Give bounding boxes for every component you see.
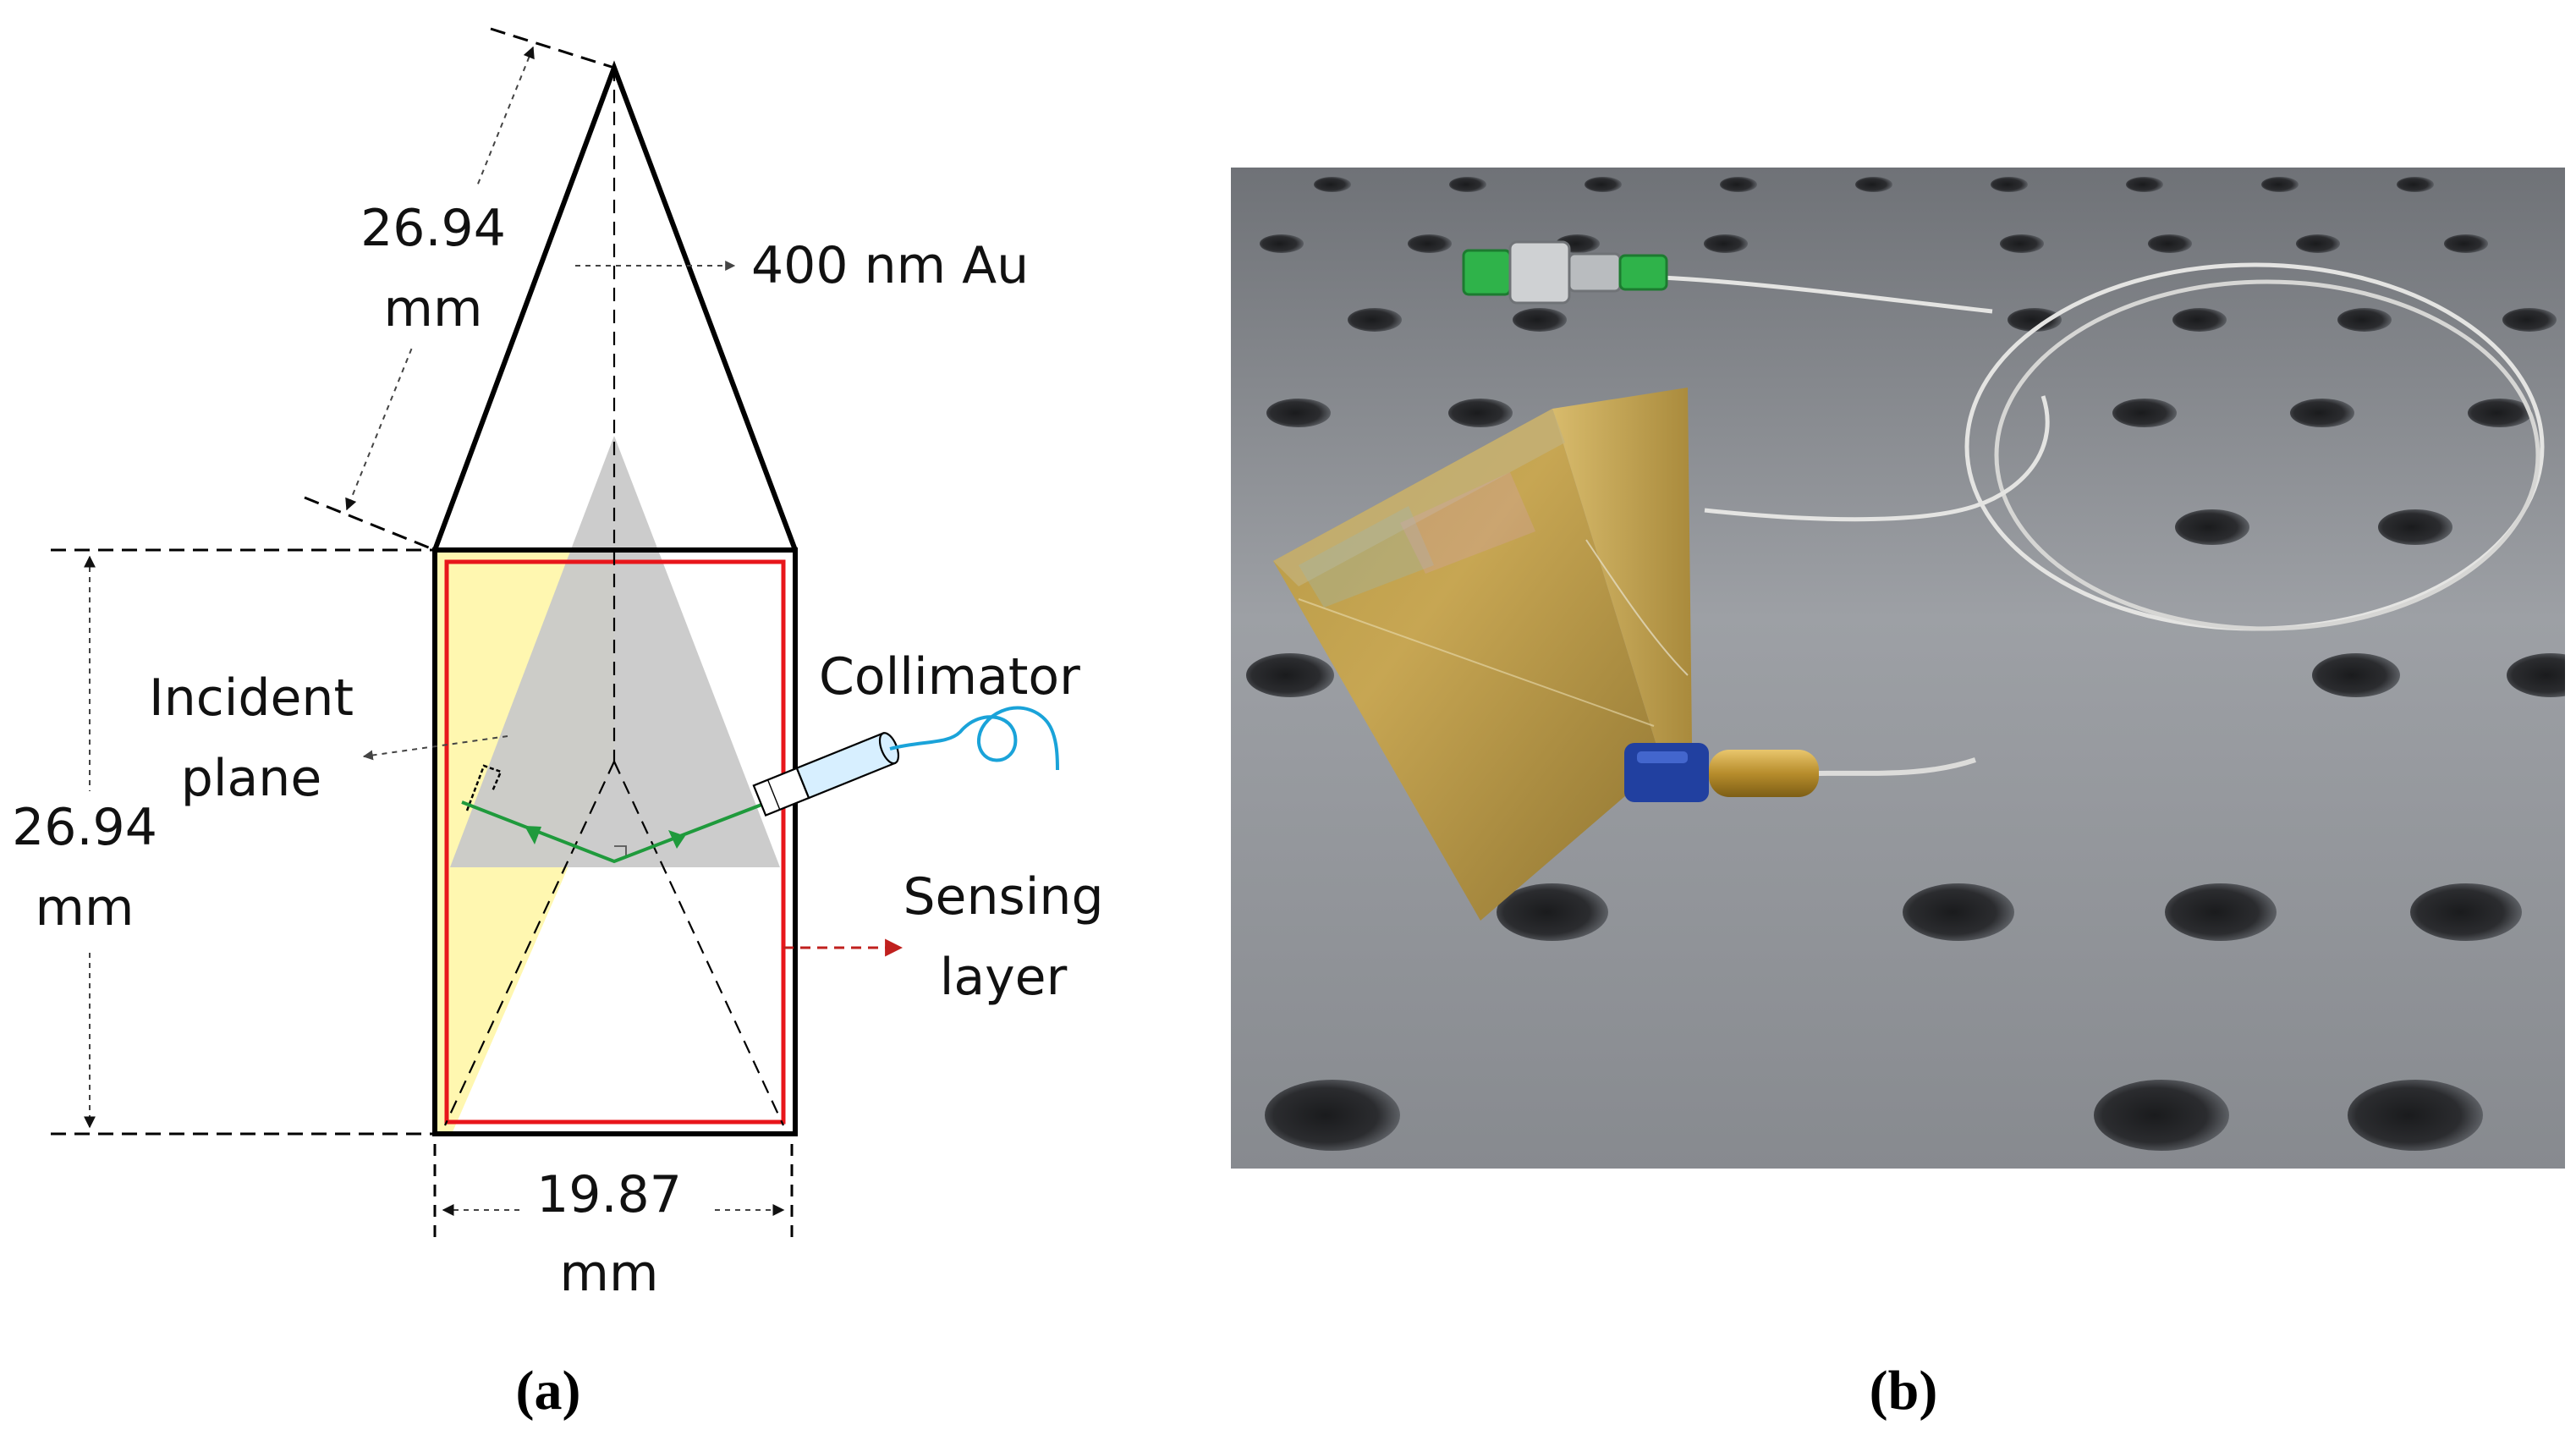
construction-lines <box>444 68 784 1126</box>
beam-arrow-out <box>525 826 541 844</box>
right-angle-marker <box>465 764 503 811</box>
photo <box>1231 168 2565 1169</box>
fiber-loops <box>1543 262 2545 631</box>
panel-b-photo: (b) <box>1231 168 2565 1422</box>
label-incident-line1: Incident <box>149 668 354 728</box>
caption-a: (a) <box>516 1360 581 1422</box>
dim-height-unit: mm <box>36 878 135 938</box>
prism-body <box>432 547 798 1136</box>
beam-arrow-in <box>668 830 685 849</box>
label-collimator: Collimator <box>819 647 1080 707</box>
caption-b: (b) <box>1870 1360 1938 1422</box>
collimator <box>752 706 1059 817</box>
right-angle-marker-2 <box>614 845 627 856</box>
dim-slant-unit: mm <box>384 279 483 338</box>
fc-connector <box>1462 240 1668 305</box>
dim-slant-value: 26.94 <box>360 199 506 258</box>
prism-photo <box>1273 388 1692 921</box>
label-sensing-line2: layer <box>940 948 1068 1007</box>
width-dimension <box>433 1144 794 1244</box>
dim-width-unit: mm <box>560 1244 659 1303</box>
panel-a: 26.94 mm 26.94 mm 19.87 mm 400 nm Au Col… <box>0 27 1104 1422</box>
table-holes <box>1246 177 2565 1151</box>
photo-collimator <box>1624 743 1976 802</box>
label-sensing-line1: Sensing <box>903 867 1103 927</box>
label-incident-line2: plane <box>181 749 321 808</box>
incident-pointer <box>362 735 508 761</box>
label-gold: 400 nm Au <box>751 236 1029 295</box>
slant-dimension <box>304 27 615 552</box>
dim-width-value: 19.87 <box>536 1165 682 1224</box>
light-beam <box>461 800 769 864</box>
fiber-cable <box>889 706 1059 771</box>
dim-height-value: 26.94 <box>12 798 157 857</box>
